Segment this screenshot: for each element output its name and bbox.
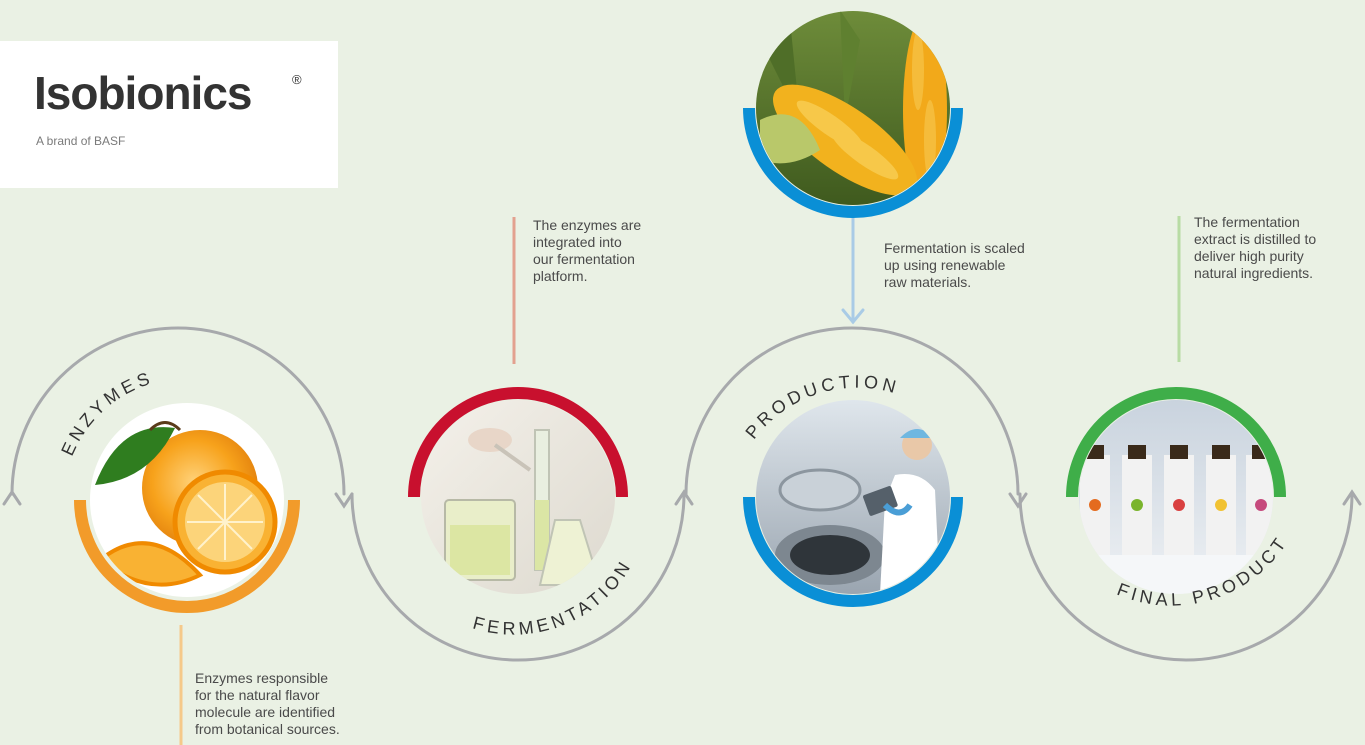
description-fermentation: The enzymes are integrated into our ferm…: [533, 217, 642, 284]
description-enzymes: Enzymes responsible for the natural flav…: [195, 670, 340, 737]
stage-enzymes-image: [90, 403, 284, 597]
stage-final-product-ring: [1066, 387, 1286, 498]
stage-production-ring: [743, 496, 963, 607]
brand-name: Isobionics: [34, 67, 252, 119]
brand-logo: [0, 41, 338, 188]
cycle-arc-4: [1018, 492, 1354, 662]
description-production: Fermentation is scaled up using renewabl…: [884, 240, 1025, 290]
arrowhead-3: [1008, 492, 1028, 509]
stage-final-product-image: [1079, 400, 1273, 594]
stage-enzymes-ring: [74, 499, 300, 613]
raw-material-ring: [743, 107, 963, 218]
connector-production: [841, 212, 865, 325]
raw-material-corn-image: [756, 11, 950, 205]
arrowhead-1: [334, 492, 354, 509]
arrowhead-right: [1342, 489, 1362, 506]
cycle-arc-3: [684, 326, 1020, 496]
registered-mark: ®: [292, 72, 302, 87]
arrowhead-2: [674, 489, 694, 506]
stage-production-image: [756, 400, 950, 594]
cycle-arc-2: [350, 492, 686, 662]
brand-tagline: A brand of BASF: [36, 134, 126, 148]
cycle-arc-1: [10, 326, 346, 496]
description-final-product: The fermentation extract is distilled to…: [1194, 214, 1317, 281]
cycle-arrows: [2, 326, 1362, 662]
stage-fermentation-image: [421, 400, 615, 594]
arrowhead-left: [2, 489, 22, 506]
stage-fermentation-ring: [408, 387, 628, 498]
